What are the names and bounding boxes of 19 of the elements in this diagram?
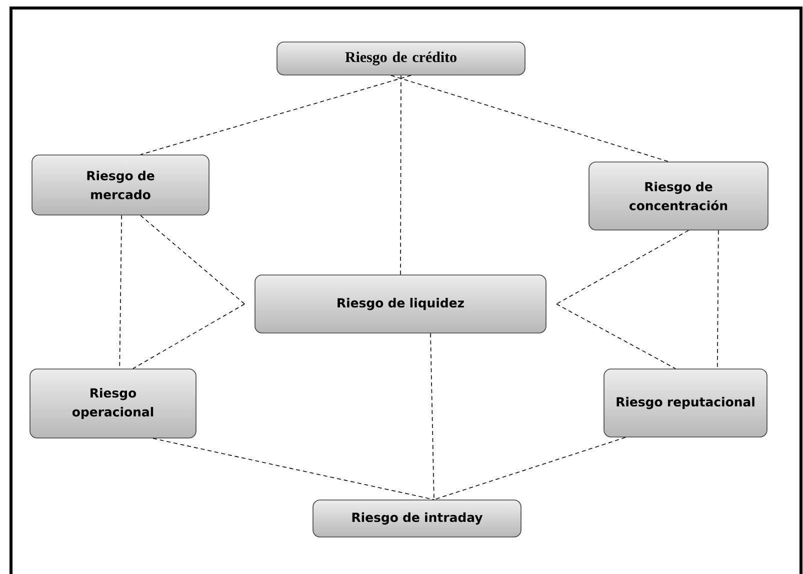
connector-line [390,75,669,162]
connector-line [556,304,676,369]
connector-line [140,75,412,155]
connector-line [717,230,719,369]
risk-box: Riesgo de crédito [276,42,526,76]
risk-box: Riesgo de concentración [588,162,768,230]
connector-line [140,215,245,304]
connector-line [556,230,689,304]
risk-box: Riesgo de liquidez [254,274,546,334]
risk-box: Riesgo reputacional [604,368,768,438]
connector-line [132,304,245,369]
risk-box: Riesgo operacional [30,368,196,438]
connector-line [400,75,402,275]
risk-box: Riesgo de intraday [312,500,522,538]
connector-line [152,438,434,500]
connector-line [430,333,434,500]
connector-line [119,215,122,369]
risk-box: Riesgo de mercado [32,154,210,216]
connector-line [434,437,626,500]
